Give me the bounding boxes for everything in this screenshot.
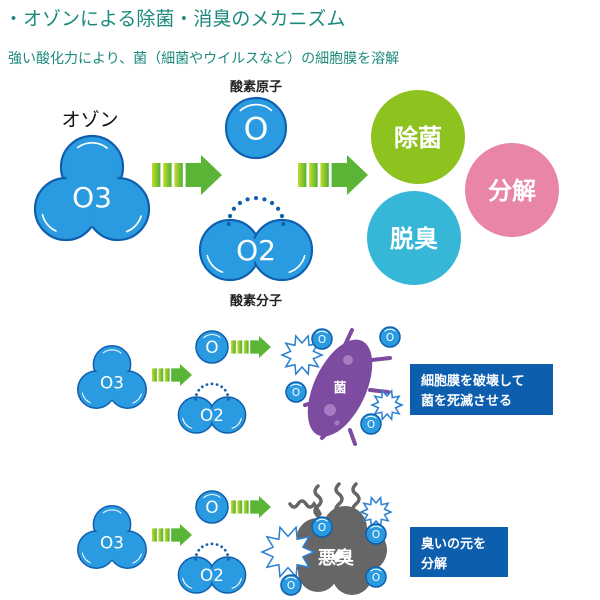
arrow-icon <box>152 524 192 546</box>
oxygen-atom-icon: O <box>365 523 387 545</box>
ozone-molecule-icon: O3 <box>77 345 147 409</box>
burst-icon <box>359 495 393 529</box>
oxygen-molecule-icon: O2 <box>177 396 247 434</box>
dotted-bond-icon <box>194 542 230 561</box>
oxygen-atom-icon: O <box>379 326 401 348</box>
page-subtitle: 強い酸化力により、菌（細菌やウイルスなど）の細胞膜を溶解 <box>8 51 400 67</box>
box-line: 分解 <box>421 556 447 572</box>
arrow-icon <box>231 336 271 358</box>
molecule-label: O3 <box>72 181 112 214</box>
molecule-label: O <box>318 334 326 346</box>
molecule-label: O <box>287 580 295 592</box>
oxygen-atom-icon: O <box>224 96 288 160</box>
oxygen-atom-icon: O <box>365 566 387 588</box>
molecule-label: O3 <box>100 372 124 392</box>
molecule-label: O <box>318 522 326 534</box>
ozone-label: オゾン <box>61 109 118 131</box>
oxygen-molecule-icon: O2 <box>177 556 247 594</box>
burst-icon <box>260 525 316 579</box>
oxygen-atom-icon: O <box>311 328 333 350</box>
arrow-icon <box>152 364 192 386</box>
box-line: 細胞膜を破壊して <box>421 373 525 389</box>
arrow-icon <box>231 496 271 518</box>
ozone-molecule-icon: O3 <box>77 505 147 569</box>
ozone-molecule-icon: O3 <box>33 134 151 242</box>
oxygen-molecule-label: 酸素分子 <box>230 293 282 309</box>
effect-label: 脱臭 <box>390 225 438 253</box>
page-title: ・オゾンによる除菌・消臭のメカニズム <box>4 8 346 30</box>
dotted-bond-icon <box>194 382 230 401</box>
burst-icon <box>280 334 324 376</box>
oxygen-atom-icon: O <box>360 413 382 435</box>
molecule-label: O2 <box>236 234 276 267</box>
arrow-icon <box>152 155 222 195</box>
dotted-bond-icon <box>226 195 286 227</box>
bacteria: 菌 <box>303 328 392 446</box>
bacteria-result-box: 細胞膜を破壊して 菌を死滅させる <box>410 364 553 415</box>
molecule-label: O <box>244 111 269 147</box>
effect-decompose: 分解 <box>465 143 559 237</box>
odor-cloud: 悪臭 <box>288 482 387 595</box>
effect-label: 分解 <box>488 177 536 205</box>
molecule-label: O <box>372 529 380 541</box>
box-line: 臭いの元を <box>421 536 486 552</box>
arrow-icon <box>298 155 368 195</box>
oxygen-atom-icon: O <box>195 330 229 364</box>
oxygen-atom-icon: O <box>285 381 307 403</box>
molecule-label: O3 <box>100 532 124 552</box>
oxygen-atom-icon: O <box>280 574 302 596</box>
oxygen-atom-label: 酸素原子 <box>230 79 282 95</box>
molecule-label: O2 <box>200 565 224 585</box>
molecule-label: O2 <box>200 405 224 425</box>
molecule-label: O <box>386 332 394 344</box>
oxygen-molecule-icon: O2 <box>198 218 314 282</box>
burst-icon <box>370 388 404 422</box>
odor-label: 悪臭 <box>318 547 354 569</box>
box-line: 菌を死滅させる <box>421 393 512 409</box>
oxygen-atom-icon: O <box>311 516 333 538</box>
molecule-label: O <box>205 497 218 517</box>
molecule-label: O <box>367 419 375 431</box>
effect-deodorize: 脱臭 <box>367 191 461 285</box>
molecule-label: O <box>372 572 380 584</box>
oxygen-atom-icon: O <box>195 490 229 524</box>
molecule-label: O <box>292 387 300 399</box>
effect-label: 除菌 <box>394 124 442 152</box>
effect-sterilize: 除菌 <box>371 90 465 184</box>
bacteria-label: 菌 <box>333 380 346 396</box>
molecule-label: O <box>205 337 218 357</box>
odor-result-box: 臭いの元を 分解 <box>410 527 508 577</box>
